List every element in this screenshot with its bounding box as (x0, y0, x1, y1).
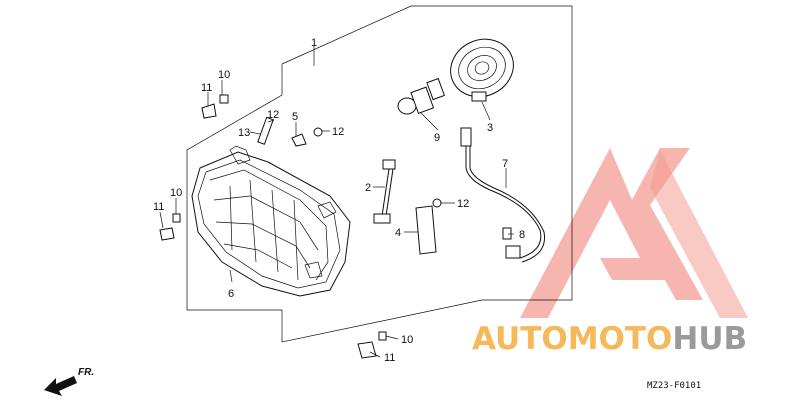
stay-bracket (415, 205, 437, 255)
callout-12-upper: 12 (267, 109, 279, 121)
callout-10-left: 10 (170, 187, 182, 199)
callout-5: 5 (292, 111, 298, 123)
callout-9: 9 (434, 132, 440, 144)
callout-2: 2 (365, 182, 371, 194)
callout-numbers: 1 2 3 4 5 6 7 8 9 10 10 10 11 11 11 12 1… (153, 37, 525, 364)
callout-6: 6 (228, 288, 234, 300)
adjusting-screw (373, 159, 396, 224)
watermark-brand-part1: AUTOMOTO (472, 321, 672, 357)
watermark-brand-part2: HUB (672, 321, 747, 357)
bulb-socket-cap (450, 38, 514, 102)
small-hardware (159, 94, 512, 359)
assembly-boundary (186, 5, 573, 343)
callout-3: 3 (487, 122, 493, 134)
callout-7: 7 (502, 158, 508, 170)
drawing-code: MZ23-F0101 (647, 381, 701, 391)
callout-8: 8 (519, 229, 525, 241)
callout-10-bottom: 10 (401, 334, 413, 346)
callout-10-top: 10 (218, 69, 230, 81)
callout-4: 4 (395, 227, 401, 239)
front-label: FR. (78, 367, 94, 378)
wire-harness (460, 127, 546, 263)
bulb (397, 77, 446, 115)
callout-11-bottom: 11 (384, 352, 395, 364)
watermark-triangle-mark (520, 148, 703, 318)
callout-12-right: 12 (457, 198, 469, 210)
watermark-logo (520, 148, 748, 318)
callout-12-middle: 12 (332, 126, 344, 138)
callout-11-top: 11 (201, 82, 212, 94)
front-direction-indicator: FR. (44, 367, 94, 396)
leader-lines (159, 46, 514, 358)
callout-1: 1 (311, 37, 317, 49)
callout-13: 13 (238, 127, 250, 139)
watermark-brand: AUTOMOTOHUB (472, 321, 747, 357)
watermark-triangle-right (650, 150, 748, 318)
headlight-housing (191, 145, 351, 297)
callout-11-left: 11 (153, 201, 164, 213)
watermark-text: AUTOMOTOHUB (472, 321, 747, 357)
front-arrow-icon (44, 376, 77, 396)
